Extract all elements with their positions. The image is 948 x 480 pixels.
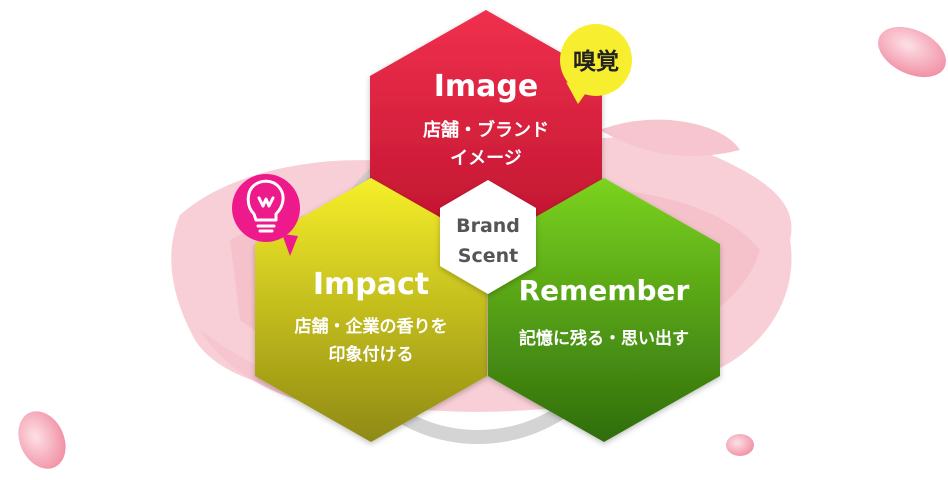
image-line-1: 店舗・ブランド (423, 119, 549, 141)
image-hexagon (370, 10, 602, 274)
remember-hexagon (488, 178, 720, 442)
lightbulb-icon (246, 179, 285, 233)
image-line-2: イメージ (450, 148, 522, 169)
impact-hexagon (255, 178, 487, 442)
petal-top-right (878, 26, 946, 78)
petal-bottom-left (18, 411, 66, 469)
remember-line-1: 記憶に残る・思い出す (519, 328, 689, 349)
center-line-1: Brand (456, 215, 520, 237)
image-title: Image (434, 69, 539, 104)
smell-bubble-label: 嗅覚 (573, 48, 619, 75)
center-line-2: Scent (458, 245, 518, 267)
impact-line-1: 店舗・企業の香りを (295, 316, 448, 337)
remember-title: Remember (519, 274, 690, 307)
petal-bottom-right (726, 434, 754, 456)
impact-line-2: 印象付ける (329, 344, 414, 365)
smell-bubble (560, 24, 632, 104)
center-hexagon (440, 180, 536, 294)
impact-title: Impact (313, 267, 429, 302)
